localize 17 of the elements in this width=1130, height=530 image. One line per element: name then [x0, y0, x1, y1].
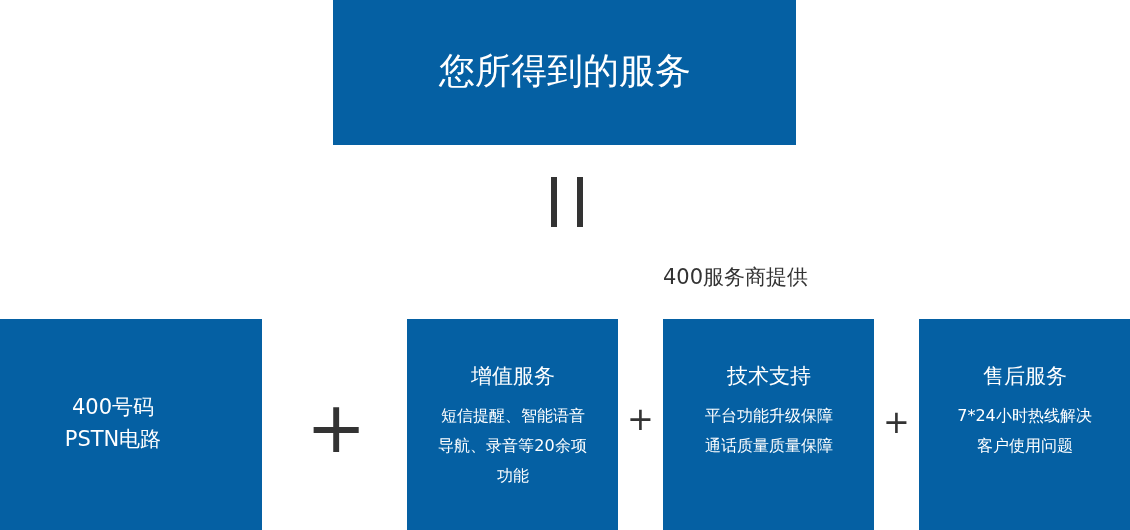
box-title: 您所得到的服务: [437, 49, 692, 93]
box-description: 7*24小时热线解决客户使用问题: [956, 405, 1093, 457]
service-box: [919, 319, 1130, 530]
provider-note: 400服务商提供: [663, 266, 809, 290]
box-description: 短信提醒、智能语音导航、录音等20余项功能: [437, 405, 588, 487]
box-heading: 技术支持: [725, 363, 812, 390]
service-box: [407, 319, 618, 530]
box-title: 400号码 PSTN电路: [63, 394, 163, 453]
service-box: [0, 319, 262, 530]
plus-sign: +: [627, 402, 654, 438]
box-description: 平台功能升级保障通话质量质量保障: [703, 405, 834, 457]
plus-sign: +: [883, 405, 910, 441]
service-box: [333, 0, 796, 145]
box-heading: 增值服务: [469, 363, 556, 390]
box-heading: 售后服务: [981, 363, 1068, 390]
plus-sign: +: [306, 388, 367, 468]
service-box: [663, 319, 874, 530]
